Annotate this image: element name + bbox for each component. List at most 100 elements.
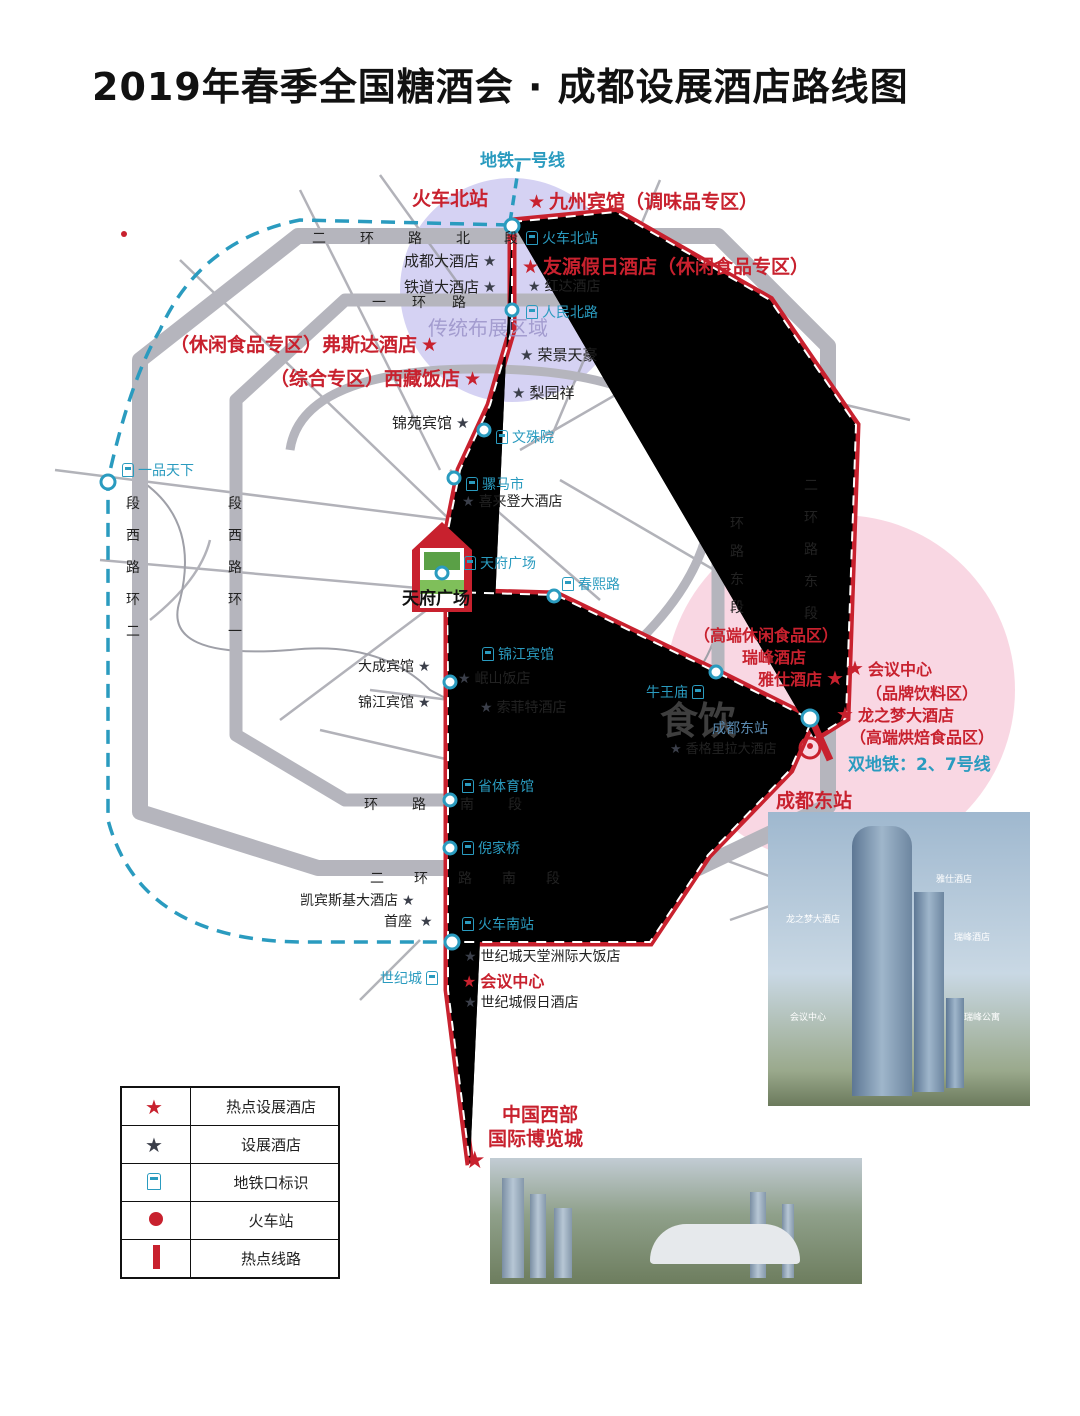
photo-building bbox=[502, 1178, 524, 1278]
metro-entrance-icon bbox=[147, 1173, 161, 1190]
road-char: 段 bbox=[228, 496, 242, 512]
metro-entrance-icon bbox=[526, 305, 538, 319]
gray-star-icon: ★ bbox=[520, 346, 534, 364]
gray-star-icon: ★ bbox=[483, 278, 497, 296]
train-station-icon bbox=[798, 736, 822, 760]
legend-row: ★ 设展酒店 bbox=[120, 1125, 340, 1164]
metro-station-wenshuyuan: 文殊院 bbox=[496, 427, 554, 447]
gray-star-icon: ★ bbox=[464, 995, 477, 1011]
metro-station-yipintianxia: 一品天下 bbox=[122, 460, 194, 480]
hot-hotel-longzhimeng-note: （高端烘焙食品区） bbox=[850, 728, 995, 747]
train-east-label: 成都东站 bbox=[776, 790, 853, 812]
metro-station-renmin-beilu: 人民北路 bbox=[526, 302, 598, 322]
hotel-dacheng: 大成宾馆★ bbox=[358, 659, 431, 675]
road-label-yihuan-bei: 一环路 bbox=[372, 292, 492, 312]
gray-star-icon: ★ bbox=[483, 252, 497, 270]
legend-label: 热点设展酒店 bbox=[190, 1086, 340, 1126]
hot-hotel-jiuzhou: ★九州宾馆（调味品专区） bbox=[528, 191, 759, 213]
road-char: 段 bbox=[546, 871, 590, 887]
road-char: 东 bbox=[804, 574, 818, 590]
hotel-rongjing: ★荣景天豪 bbox=[520, 346, 598, 364]
road-char: 环 bbox=[364, 797, 412, 813]
double-metro-label: 双地铁：2、7号线 bbox=[848, 755, 991, 775]
red-star-icon: ★ bbox=[464, 1146, 486, 1174]
hotel-shijicheng-tiantang: ★世纪城天堂洲际大饭店 bbox=[464, 949, 621, 965]
hot-hotel-xibu-star: ★ bbox=[464, 1146, 490, 1174]
photo-label-ruifeng-gongyu: 瑞峰公寓 bbox=[964, 1013, 1001, 1023]
road-char: 路 bbox=[228, 560, 242, 576]
hotel-suofeite: ★索菲特酒店 bbox=[480, 700, 567, 716]
red-star-icon: ★ bbox=[846, 656, 864, 680]
tianfu-square-label: 天府广场 bbox=[402, 589, 470, 609]
red-dot-icon bbox=[149, 1211, 163, 1226]
metro-entrance-icon bbox=[692, 685, 704, 699]
metro-entrance-icon bbox=[462, 841, 474, 855]
red-star-icon: ★ bbox=[421, 334, 439, 356]
road-label-yihuan-xi: 段西路环一 bbox=[228, 488, 246, 648]
red-dot-marker bbox=[121, 231, 127, 237]
gray-star-icon: ★ bbox=[512, 384, 526, 402]
road-char: 路 bbox=[412, 797, 460, 813]
road-char: 段 bbox=[504, 231, 552, 247]
road-label-yihuan-nan: 环路南段 bbox=[364, 794, 556, 814]
hot-hotel-ruifeng-note: （高端休闲食品区） bbox=[694, 626, 839, 645]
road-char: 环 bbox=[730, 516, 744, 532]
road-char: 路 bbox=[458, 871, 502, 887]
road-char: 西 bbox=[126, 528, 140, 544]
gray-star-icon: ★ bbox=[402, 893, 415, 909]
metro-station-chengdu-dongzhan: 成都东站 bbox=[712, 721, 768, 737]
gray-star-icon: ★ bbox=[418, 659, 431, 675]
road-char: 环 bbox=[360, 231, 408, 247]
photo-tower-main bbox=[852, 826, 912, 1096]
metro-entrance-icon bbox=[464, 556, 476, 570]
gray-star-icon: ★ bbox=[418, 695, 431, 711]
road-char: 东 bbox=[730, 572, 744, 588]
road-char: 二 bbox=[804, 478, 818, 494]
road-char: 段 bbox=[508, 797, 556, 813]
metro-line-1-loop bbox=[106, 218, 511, 944]
legend-row: 热点线路 bbox=[120, 1239, 340, 1279]
road-char: 二 bbox=[312, 231, 360, 247]
metro-entrance-icon bbox=[496, 430, 508, 444]
red-star-icon: ★ bbox=[464, 368, 482, 390]
hot-hotel-huiyi-east-note: （品牌饮料区） bbox=[866, 684, 979, 703]
east-metro-spur bbox=[808, 718, 834, 762]
road-char: 路 bbox=[804, 542, 818, 558]
metro-entrance-icon bbox=[426, 971, 438, 985]
red-star-icon: ★ bbox=[836, 702, 854, 726]
gray-star-icon: ★ bbox=[462, 494, 475, 510]
hot-hotel-xizang: （综合专区）西藏饭店★ bbox=[270, 368, 482, 390]
road-char: 段 bbox=[804, 606, 818, 622]
road-char: 环 bbox=[228, 592, 242, 608]
road-char: 路 bbox=[408, 231, 456, 247]
metro-line-1-top bbox=[508, 157, 522, 223]
road-char: 环 bbox=[412, 295, 452, 311]
page-title: 2019年春季全国糖酒会 · 成都设展酒店路线图 bbox=[92, 65, 909, 109]
legend-row: 火车站 bbox=[120, 1201, 340, 1240]
road-char: 环 bbox=[804, 510, 818, 526]
road-char: 南 bbox=[502, 871, 546, 887]
hot-hotel-huiyi-east: ★会议中心 bbox=[846, 656, 932, 680]
metro-station-chunxilu: 春熙路 bbox=[562, 574, 620, 594]
red-star-icon: ★ bbox=[462, 972, 477, 991]
red-bar-icon bbox=[152, 1244, 160, 1269]
hotel-shouzuo: 首座★ bbox=[384, 914, 433, 930]
legend-row: 地铁口标识 bbox=[120, 1163, 340, 1202]
hot-hotel-longzhimeng: ★龙之梦大酒店 bbox=[836, 702, 954, 726]
legend-label: 设展酒店 bbox=[190, 1125, 340, 1164]
metro-entrance-icon bbox=[562, 577, 574, 591]
metro-entrance-icon bbox=[462, 779, 474, 793]
legend: ★ 热点设展酒店 ★ 设展酒店 地铁口标识 火车站 热点线路 bbox=[120, 1086, 340, 1279]
metro-station-nijiaqiao: 倪家桥 bbox=[462, 838, 520, 858]
metro-station-markers bbox=[99, 217, 820, 951]
gray-star-icon: ★ bbox=[670, 742, 682, 757]
gray-star-icon: ★ bbox=[456, 414, 470, 432]
hotel-tiedao: 铁道大酒店★ bbox=[404, 278, 497, 296]
hotel-shijicheng-jiari: ★世纪城假日酒店 bbox=[464, 995, 579, 1011]
red-star-icon: ★ bbox=[528, 191, 546, 213]
gray-star-icon: ★ bbox=[528, 279, 541, 295]
road-char: 路 bbox=[452, 295, 492, 311]
hotel-jinyuan: 锦苑宾馆★ bbox=[392, 414, 470, 432]
photo-label-yashi: 雅仕酒店 bbox=[936, 875, 973, 885]
road-char: 路 bbox=[730, 544, 744, 560]
